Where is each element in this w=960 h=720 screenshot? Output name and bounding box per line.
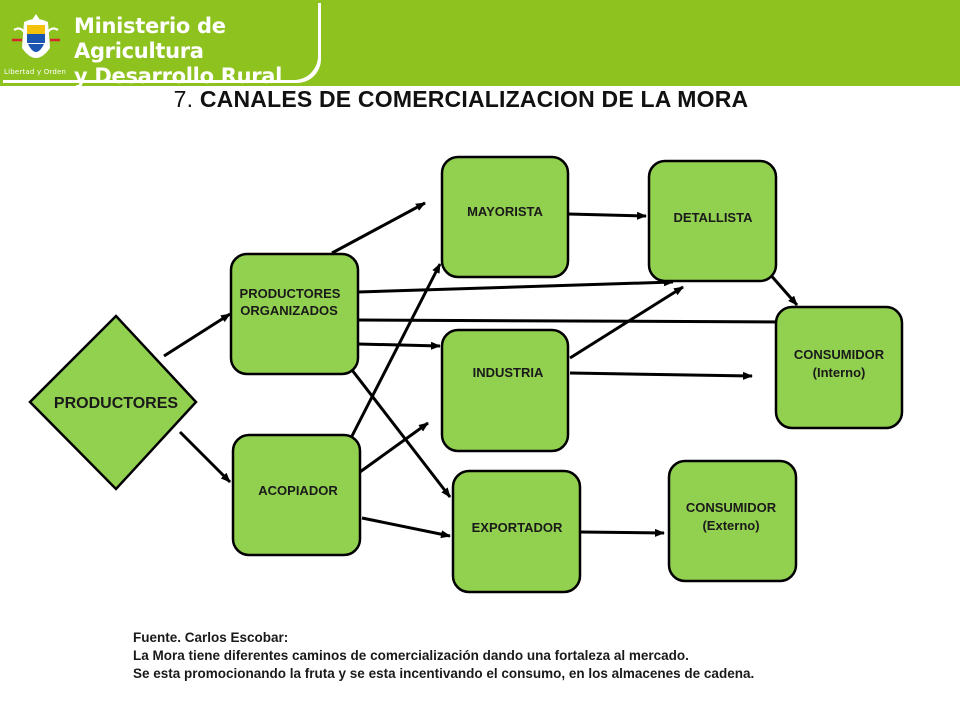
footer-note-2: Se esta promocionando la fruta y se esta… [133, 666, 755, 681]
node-exportador [451, 469, 582, 594]
title-number: 7. [173, 86, 194, 112]
arrow-mayorista-to-detallista [567, 211, 647, 220]
label-consumidor-interno-2: (Interno) [813, 365, 866, 380]
arrow-acopiador-to-exportador [361, 516, 451, 539]
label-productores-organizados-2: ORGANIZADOS [240, 303, 338, 318]
arrow-detallista-to-consumidor-interno [766, 271, 799, 306]
arrow-acopiador-to-mayorista [350, 263, 442, 437]
label-mayorista: MAYORISTA [467, 204, 543, 219]
arrow-industria-to-detallista [569, 285, 684, 360]
page-title: 7. CANALES DE COMERCIALIZACION DE LA MOR… [0, 86, 922, 113]
label-exportador: EXPORTADOR [472, 520, 563, 535]
label-industria: INDUSTRIA [473, 365, 544, 380]
ministry-name-line1: Ministerio de Agricultura [74, 14, 226, 63]
ministry-banner: Libertad y Orden Ministerio de Agricultu… [0, 0, 326, 88]
label-consumidor-interno-1: CONSUMIDOR [794, 347, 885, 362]
node-acopiador [231, 433, 362, 557]
footer-note-1: La Mora tiene diferentes caminos de come… [133, 648, 689, 663]
coat-of-arms-icon [12, 14, 60, 58]
node-consumidor-externo [667, 459, 798, 583]
node-productores-organizados [229, 252, 360, 376]
node-consumidor-interno [774, 305, 904, 430]
connector-arrows [163, 201, 799, 539]
title-text: CANALES DE COMERCIALIZACION DE LA MORA [199, 86, 749, 112]
ministry-banner-inner: Libertad y Orden Ministerio de Agricultu… [0, 0, 318, 88]
node-mayorista [440, 155, 570, 279]
footer-notes: Fuente. Carlos Escobar: La Mora tiene di… [133, 629, 754, 683]
label-detallista: DETALLISTA [674, 210, 754, 225]
label-consumidor-externo-1: CONSUMIDOR [686, 500, 777, 515]
arrow-productores-to-organizados [163, 312, 231, 358]
node-industria [440, 328, 570, 453]
arrow-exportador-to-consumidor-externo [579, 528, 665, 537]
label-productores: PRODUCTORES [54, 395, 178, 412]
arrow-organizados-to-detallista [357, 278, 674, 294]
arrow-industria-to-consumidor-interno [569, 371, 753, 380]
node-productores [28, 314, 198, 491]
label-productores-organizados-1: PRODUCTORES [240, 286, 341, 301]
node-detallista [647, 159, 778, 283]
footer-source: Fuente. Carlos Escobar: [133, 630, 289, 645]
crest-motto: Libertad y Orden [4, 68, 67, 76]
label-consumidor-externo-2: (Externo) [702, 518, 759, 533]
arrow-organizados-to-mayorista [331, 201, 426, 255]
label-acopiador: ACOPIADOR [258, 483, 338, 498]
ministry-name-line2: y Desarrollo Rural [74, 64, 283, 88]
arrow-organizados-to-exportador [350, 369, 452, 498]
arrow-productores-to-acopiador [178, 430, 232, 484]
arrow-organizados-to-consumidor-interno [357, 317, 791, 326]
ministry-name: Ministerio de Agricultura y Desarrollo R… [74, 14, 318, 89]
